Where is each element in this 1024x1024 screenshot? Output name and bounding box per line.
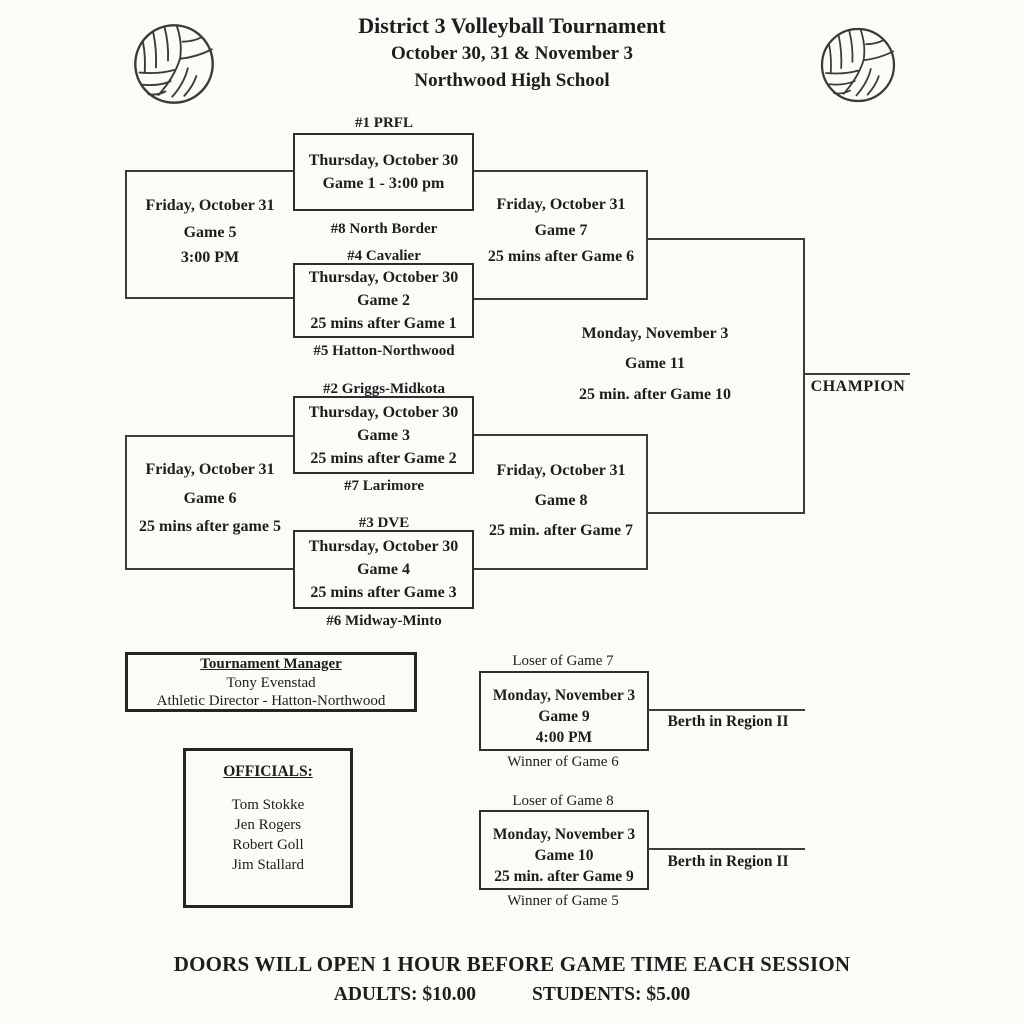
seed-label-dve: #3 DVE — [358, 515, 410, 531]
game4-date: Thursday, October 30 — [308, 538, 459, 555]
volleyball-icon — [131, 21, 217, 107]
official-name: Tom Stokke — [231, 797, 305, 813]
seed-label-griggs-midkota: #2 Griggs-Midkota — [322, 381, 446, 397]
ticket-prices: ADULTS: $10.00 STUDENTS: $5.00 — [0, 984, 1024, 1006]
game11-time: 25 min. after Game 10 — [578, 386, 732, 403]
doors-notice: DOORS WILL OPEN 1 HOUR BEFORE GAME TIME … — [173, 952, 851, 976]
game7-name: Game 7 — [534, 222, 588, 239]
bracket-line — [648, 709, 805, 711]
seed-label-north-border: #8 North Border — [330, 221, 438, 237]
seed-label-larimore: #7 Larimore — [343, 478, 425, 494]
game5-name: Game 5 — [183, 224, 237, 241]
volleyball-icon — [818, 25, 898, 105]
game6-label: Friday, October 31 Game 6 25 mins after … — [128, 455, 292, 541]
game3-box: Thursday, October 30 Game 3 25 mins afte… — [293, 396, 474, 474]
game3-name: Game 3 — [357, 426, 410, 444]
game10-outcome-label: Berth in Region II — [667, 853, 789, 870]
game6-time: 25 mins after game 5 — [139, 518, 281, 535]
game9-feeder-bottom: Winner of Game 6 — [507, 754, 619, 770]
game11-name: Game 11 — [625, 355, 685, 372]
game5-time: 3:00 PM — [180, 249, 240, 266]
game7-label: Friday, October 31 Game 7 25 mins after … — [476, 192, 646, 270]
seed-label-midway-minto: #6 Midway-Minto — [326, 613, 442, 629]
game10-box: Monday, November 3 Game 10 25 min. after… — [479, 810, 649, 890]
bracket-line — [474, 170, 648, 172]
official-name: Robert Goll — [232, 837, 304, 853]
game3-time: 25 mins after Game 2 — [310, 449, 457, 467]
game10-date: Monday, November 3 — [492, 825, 636, 843]
game5-label: Friday, October 31 Game 5 3:00 PM — [128, 192, 292, 270]
bracket-line — [648, 512, 805, 514]
bracket-line — [803, 238, 805, 514]
game10-name: Game 10 — [534, 846, 594, 864]
game9-feeder-top: Loser of Game 7 — [512, 653, 614, 669]
event-dates: October 30, 31 & November 3 — [390, 43, 634, 64]
game8-label: Friday, October 31 Game 8 25 min. after … — [476, 456, 646, 546]
game4-time: 25 mins after Game 3 — [310, 584, 457, 601]
game9-box: Monday, November 3 Game 9 4:00 PM — [479, 671, 649, 751]
game1-box: Thursday, October 30 Game 1 - 3:00 pm — [293, 133, 474, 211]
game2-name: Game 2 — [357, 292, 410, 309]
seed-label-prfl: #1 PRFL — [355, 115, 413, 131]
tournament-manager-name: Tony Evenstad — [226, 674, 316, 691]
game4-name: Game 4 — [357, 561, 410, 578]
game7-time: 25 mins after Game 6 — [487, 248, 635, 265]
adults-price: ADULTS: $10.00 — [333, 984, 477, 1005]
official-name: Jen Rogers — [234, 817, 302, 833]
officials-heading: OFFICIALS: — [223, 763, 313, 780]
bracket-line — [126, 568, 293, 570]
page-title: District 3 Volleyball Tournament — [358, 13, 666, 38]
game2-date: Thursday, October 30 — [308, 269, 459, 286]
bracket-line — [474, 298, 648, 300]
game8-name: Game 8 — [534, 492, 588, 509]
bracket-line — [126, 297, 293, 299]
game7-date: Friday, October 31 — [496, 196, 626, 213]
game10-feeder-top: Loser of Game 8 — [512, 793, 614, 809]
bracket-line — [646, 434, 648, 570]
game2-box: Thursday, October 30 Game 2 25 mins afte… — [293, 263, 474, 338]
bracket-line — [474, 434, 648, 436]
bracket-line — [125, 435, 127, 570]
official-name: Jim Stallard — [231, 857, 305, 873]
students-price: STUDENTS: $5.00 — [532, 984, 691, 1005]
game9-date: Monday, November 3 — [492, 686, 636, 704]
champion-line — [804, 373, 910, 375]
seed-label-cavalier: #4 Cavalier — [347, 248, 421, 264]
game9-outcome-label: Berth in Region II — [667, 713, 789, 730]
bracket-line — [125, 170, 127, 299]
game3-date: Thursday, October 30 — [308, 403, 459, 421]
tournament-manager-box: Tournament Manager Tony Evenstad Athleti… — [125, 652, 417, 712]
bracket-line — [646, 170, 648, 300]
tournament-manager-heading: Tournament Manager — [200, 655, 342, 672]
bracket-line — [474, 568, 648, 570]
bracket-line — [648, 848, 805, 850]
officials-list: Tom Stokke Jen Rogers Robert Goll Jim St… — [186, 795, 350, 875]
bracket-line — [126, 170, 293, 172]
game6-name: Game 6 — [183, 490, 237, 507]
tournament-manager-role: Athletic Director - Hatton-Northwood — [156, 692, 386, 709]
venue-name: Northwood High School — [414, 70, 610, 91]
game9-name: Game 9 — [538, 707, 590, 725]
game10-time: 25 min. after Game 9 — [494, 867, 634, 885]
officials-box: OFFICIALS: Tom Stokke Jen Rogers Robert … — [183, 748, 353, 908]
game4-box: Thursday, October 30 Game 4 25 mins afte… — [293, 530, 474, 609]
champion-label: CHAMPION — [810, 378, 906, 395]
game9-time: 4:00 PM — [535, 728, 593, 746]
game8-time: 25 min. after Game 7 — [488, 522, 634, 539]
seed-label-hatton-northwood: #5 Hatton-Northwood — [313, 343, 455, 359]
game2-time: 25 mins after Game 1 — [310, 315, 457, 332]
game1-time: Game 1 - 3:00 pm — [322, 175, 445, 192]
game11-date: Monday, November 3 — [581, 325, 729, 342]
game10-feeder-bottom: Winner of Game 5 — [507, 893, 619, 909]
game11-label: Monday, November 3 Game 11 25 min. after… — [555, 319, 755, 410]
bracket-line — [126, 435, 293, 437]
game5-date: Friday, October 31 — [145, 197, 275, 214]
game6-date: Friday, October 31 — [145, 461, 275, 478]
game8-date: Friday, October 31 — [496, 462, 626, 479]
game1-date: Thursday, October 30 — [308, 152, 459, 169]
bracket-line — [648, 238, 805, 240]
